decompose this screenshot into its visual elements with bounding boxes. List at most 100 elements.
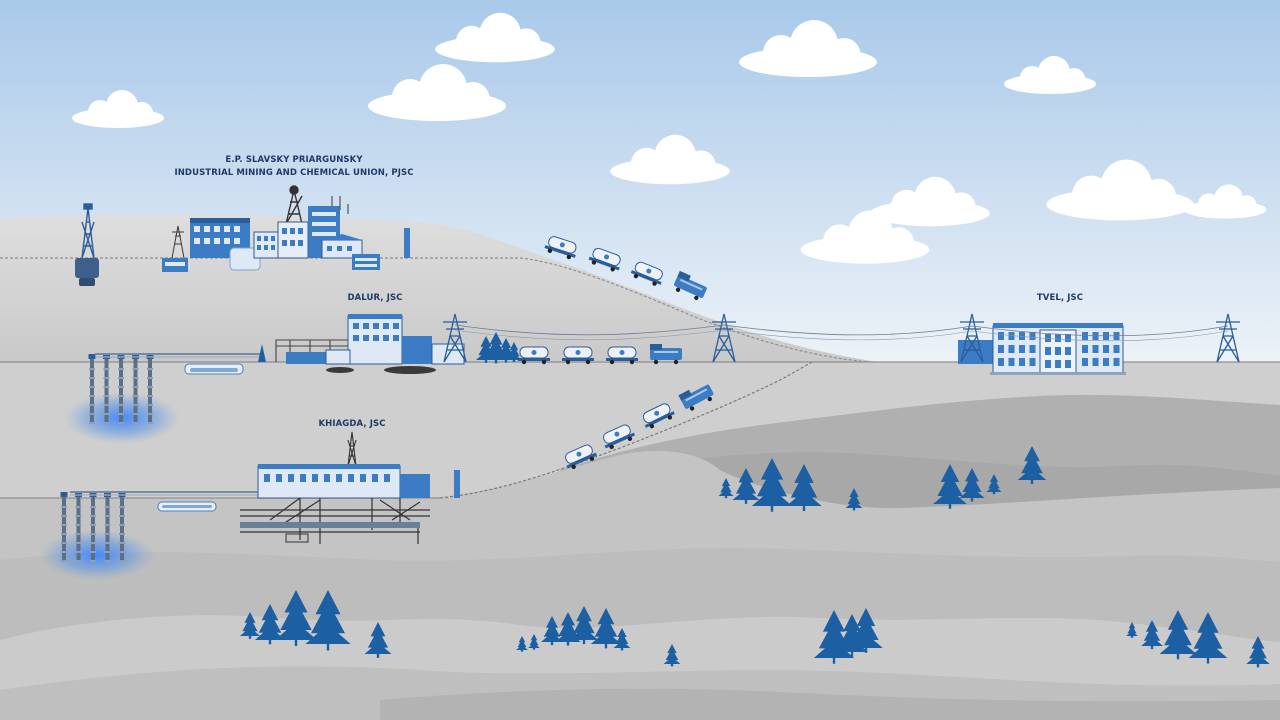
- spruce-tree-icon: [1017, 446, 1047, 480]
- well-casing: [91, 496, 95, 562]
- well-ring: [103, 404, 110, 406]
- window: [1082, 332, 1088, 340]
- wagon: [603, 424, 636, 450]
- cloud-icon: [1183, 184, 1267, 219]
- well-ring: [103, 368, 110, 370]
- well-ring: [119, 506, 125, 508]
- tree-trunk: [852, 508, 856, 511]
- tree-trunk: [582, 640, 586, 645]
- spruce-tree-icon: [1246, 636, 1270, 664]
- well-ring: [118, 395, 124, 397]
- spruce-tree-icon: [732, 468, 760, 500]
- well-ring: [132, 413, 139, 415]
- well-ring: [104, 533, 111, 535]
- well-ring: [90, 560, 96, 562]
- tree-trunk: [494, 360, 498, 364]
- window: [1113, 345, 1120, 353]
- well-ring: [119, 560, 125, 562]
- wagon: [518, 346, 550, 365]
- label-dalur: DALUR, JSC: [347, 293, 402, 303]
- tree-trunk: [670, 664, 674, 667]
- tree-trunk: [948, 504, 952, 509]
- locomotive: [678, 384, 714, 411]
- spruce-tree-icon: [1141, 620, 1163, 646]
- wellhead: [60, 492, 68, 497]
- window: [998, 358, 1004, 366]
- tree-trunk: [770, 506, 774, 512]
- power-pylon-icon: [171, 225, 185, 259]
- well-ring: [61, 533, 67, 535]
- well-casing: [76, 496, 81, 562]
- well-ring: [132, 404, 139, 406]
- spruce-tree-icon: [718, 478, 734, 496]
- well-ring: [132, 386, 139, 388]
- well-casing: [104, 358, 109, 424]
- well-ring: [75, 533, 82, 535]
- spruce-tree-icon: [751, 458, 793, 506]
- window: [1065, 347, 1071, 355]
- tree-trunk: [294, 640, 298, 646]
- dalur-complex: [95, 314, 465, 375]
- well-ring: [103, 422, 110, 424]
- tree-trunk: [620, 648, 624, 651]
- spruce-tree-icon: [1188, 612, 1228, 658]
- well-ring: [89, 386, 95, 388]
- locomotive: [674, 270, 707, 301]
- lower-rail-incline: [439, 361, 813, 499]
- well-ring: [90, 524, 96, 526]
- label-priargunsky-line1: E.P. SLAVSKY PRIARGUNSKY: [225, 155, 363, 165]
- spruce-tree-icon: [506, 342, 522, 360]
- well-ring: [89, 404, 95, 406]
- window: [1065, 334, 1071, 342]
- well-ring: [61, 506, 67, 508]
- tree-trunk: [532, 648, 536, 650]
- cloud-icon: [610, 134, 730, 185]
- well-ring: [147, 377, 153, 379]
- window: [1029, 332, 1036, 340]
- train-icon: [518, 236, 714, 470]
- well-ring: [104, 515, 111, 517]
- well-ring: [103, 395, 110, 397]
- leaching-zone-glow-khiagda: [39, 530, 155, 580]
- well-casing: [148, 358, 152, 424]
- well-ring: [75, 524, 82, 526]
- tree-trunk: [520, 650, 524, 652]
- spruce-tree-icon: [1126, 622, 1138, 636]
- well-ring: [75, 506, 82, 508]
- cloud-icon: [368, 64, 506, 121]
- tree-trunk: [550, 642, 554, 646]
- well-ring: [75, 515, 82, 517]
- well-ring: [104, 524, 111, 526]
- well-ring: [90, 506, 96, 508]
- well-ring: [147, 413, 153, 415]
- label-tvel: TVEL, JSC: [1037, 293, 1083, 303]
- label-priargunsky-line2: INDUSTRIAL MINING AND CHEMICAL UNION, PJ…: [174, 168, 413, 178]
- well-ring: [89, 368, 95, 370]
- well-ring: [119, 542, 125, 544]
- tree-trunk: [744, 500, 748, 504]
- well-ring: [103, 377, 110, 379]
- spruce-tree-icon: [254, 604, 286, 640]
- window: [1019, 345, 1025, 353]
- well-ring: [132, 368, 139, 370]
- well-ring: [89, 413, 95, 415]
- tree-trunk: [1176, 654, 1180, 660]
- window: [1103, 358, 1109, 366]
- well-ring: [147, 422, 153, 424]
- tree-trunk: [1130, 636, 1134, 638]
- cloud-icon: [435, 12, 555, 63]
- window: [1113, 358, 1120, 366]
- tree-trunk: [802, 506, 806, 512]
- window: [1029, 358, 1036, 366]
- tree-trunk: [832, 658, 836, 664]
- well-ring: [147, 368, 153, 370]
- wagon: [588, 247, 621, 272]
- spruce-tree-icon: [613, 628, 631, 648]
- window: [1082, 345, 1088, 353]
- wagon: [565, 444, 598, 470]
- window: [1103, 345, 1109, 353]
- spruce-tree-icon: [786, 464, 822, 506]
- window: [1065, 360, 1071, 368]
- power-line-wires-2: [454, 329, 1229, 342]
